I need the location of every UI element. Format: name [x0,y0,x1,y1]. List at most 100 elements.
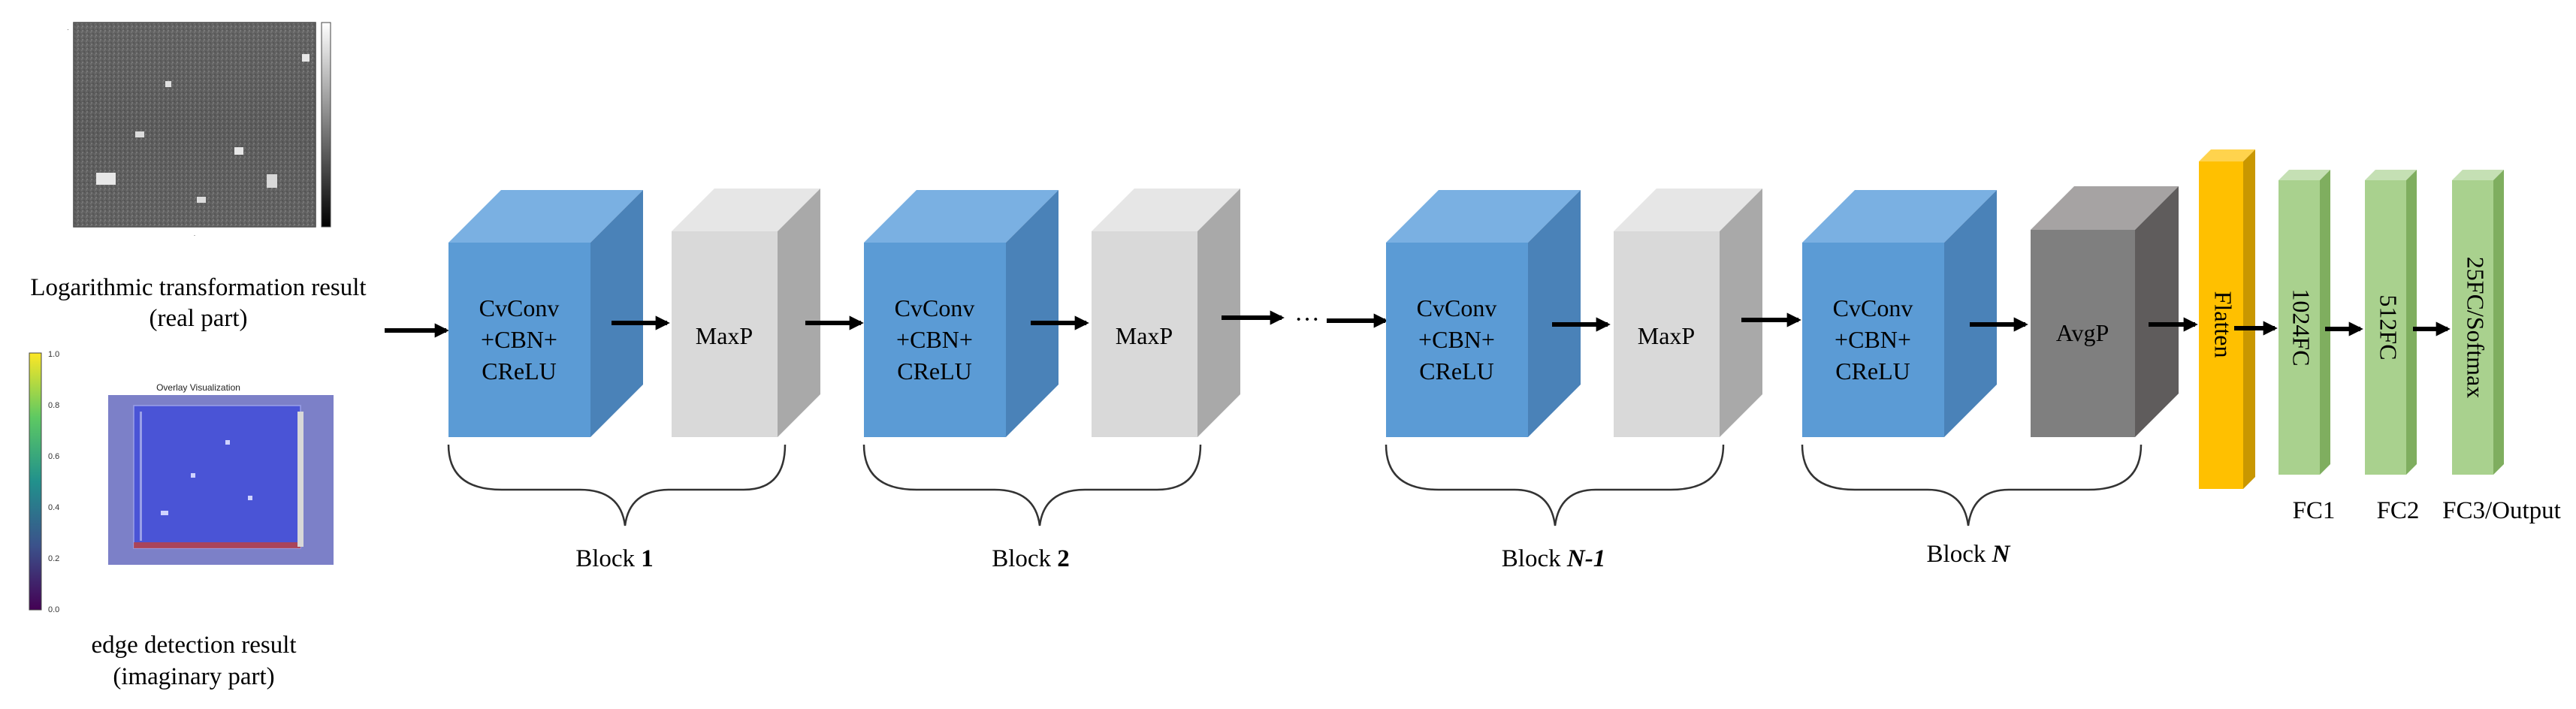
imaginary-caption-line2: (imaginary part) [113,663,274,690]
block-1: CvConv +CBN+ CReLU MaxP Block 1 [447,189,820,572]
block-label-prefix: Block [575,545,641,572]
conv-block-top [1802,190,1997,243]
block-2: CvConv +CBN+ CReLU MaxP Block 2 [862,189,1240,572]
overlay-plot-title: Overlay Visualization [156,382,240,393]
maxp-top [1092,189,1240,231]
conv-block-side [1528,190,1581,437]
block-n-brace [1801,444,2143,526]
avgp-top [2031,186,2179,230]
block-n-label: Block N [1927,541,2011,568]
spectrogram-signal [135,131,144,137]
colorbar-tick: 1.0 [48,350,59,359]
maxp-side [778,189,820,437]
fc3-inner-label: 25FC/Softmax [2463,257,2490,398]
block-1-brace [447,444,787,526]
spectrogram-signal [234,147,243,155]
colorbar-tick: 0.0 [48,605,59,614]
conv-block: CvConv +CBN+ CReLU [448,190,643,437]
maxp-label: MaxP [696,322,753,349]
conv-block-side [590,190,643,437]
block-label-prefix: Block [1502,545,1567,572]
fc1-front [2279,180,2320,475]
overlay-edge-right [297,412,304,547]
block-label-prefix: Block [1927,541,1992,568]
conv-line3: CReLU [482,358,557,385]
overlay-colorbar [29,352,42,611]
block-n: CvConv +CBN+ CReLU AvgP Block N [1801,186,2179,568]
y-tick: · [67,26,69,33]
avgpool-block: AvgP [2031,186,2179,437]
conv-block-top [448,190,643,243]
conv-line2: +CBN+ [1418,326,1495,353]
ellipsis: ··· [1294,306,1320,333]
colorbar-tick: 0.4 [48,503,59,512]
fc2-top [2365,170,2417,180]
block-2-label: Block 2 [992,545,1070,572]
conv-line1: CvConv [479,294,560,321]
block-label-prefix: Block [992,545,1057,572]
colorbar-tick: 0.2 [48,554,59,563]
conv-line2: +CBN+ [481,326,557,353]
maxp-label: MaxP [1116,322,1173,349]
conv-line3: CReLU [1835,358,1910,385]
spectrogram-colorbar [321,22,331,228]
flatten-label: Flatten [2210,291,2237,358]
spectrogram-signal [165,81,171,87]
fc2-layer: 512FC [2365,170,2417,475]
conv-block: CvConv +CBN+ CReLU [864,190,1058,437]
block-2-brace [862,444,1202,526]
flatten-top [2199,149,2255,161]
flatten-front [2199,161,2243,489]
conv-block-side [1006,190,1058,437]
maxp-label: MaxP [1638,322,1695,349]
spectrogram-signal [267,174,277,188]
conv-line1: CvConv [895,294,975,321]
conv-line1: CvConv [1417,294,1497,321]
flatten-layer: Flatten [2199,149,2255,489]
conv-block-top [864,190,1058,243]
fc3-layer: 25FC/Softmax [2452,170,2504,475]
overlay-edge-left [140,412,142,541]
block-n-minus-1-label: Block N-1 [1502,545,1605,572]
block-label-index: N-1 [1566,545,1605,572]
maxpool-block: MaxP [1614,189,1762,437]
conv-line2: +CBN+ [896,326,973,353]
block-1-label: Block 1 [575,545,654,572]
real-caption-line2: (real part) [149,305,248,332]
conv-block-top [1386,190,1581,243]
block-n-minus-1-brace [1385,444,1725,526]
overlay-signal [225,440,230,445]
maxp-top [672,189,820,231]
conv-block-front [864,243,1006,437]
overlay-inner-region [134,406,300,548]
conv-block: CvConv +CBN+ CReLU [1802,190,1997,437]
spectrogram-signal [197,197,206,203]
imaginary-part-overlay: 1.0 0.8 0.6 0.4 0.2 0.0 Overlay Visualiz… [29,350,334,614]
overlay-signal [191,473,195,478]
maxp-top [1614,189,1762,231]
conv-block-front [1802,243,1944,437]
conv-line2: +CBN+ [1835,326,1911,353]
maxp-side [1197,189,1240,437]
colorbar-tick: 0.8 [48,401,59,410]
overlay-signal [161,511,168,515]
maxp-front [1092,231,1197,437]
block-label-index: 1 [641,545,654,572]
conv-block: CvConv +CBN+ CReLU [1386,190,1581,437]
fc2-front [2365,180,2406,475]
maxp-side [1720,189,1762,437]
x-tick: · [194,231,196,239]
flatten-side [2243,149,2255,489]
spectrogram-signal [96,173,116,185]
fc3-front [2452,180,2493,475]
maxpool-block: MaxP [672,189,820,437]
spectrogram-signal [302,54,310,62]
avgp-front [2031,230,2135,437]
fc1-layer: 1024FC [2279,170,2330,475]
block-label-index: N [1992,541,2011,568]
spectrogram-shade [74,23,316,227]
conv-line3: CReLU [1419,358,1494,385]
fc1-top [2279,170,2330,180]
conv-block-side [1944,190,1997,437]
conv-block-front [1386,243,1528,437]
